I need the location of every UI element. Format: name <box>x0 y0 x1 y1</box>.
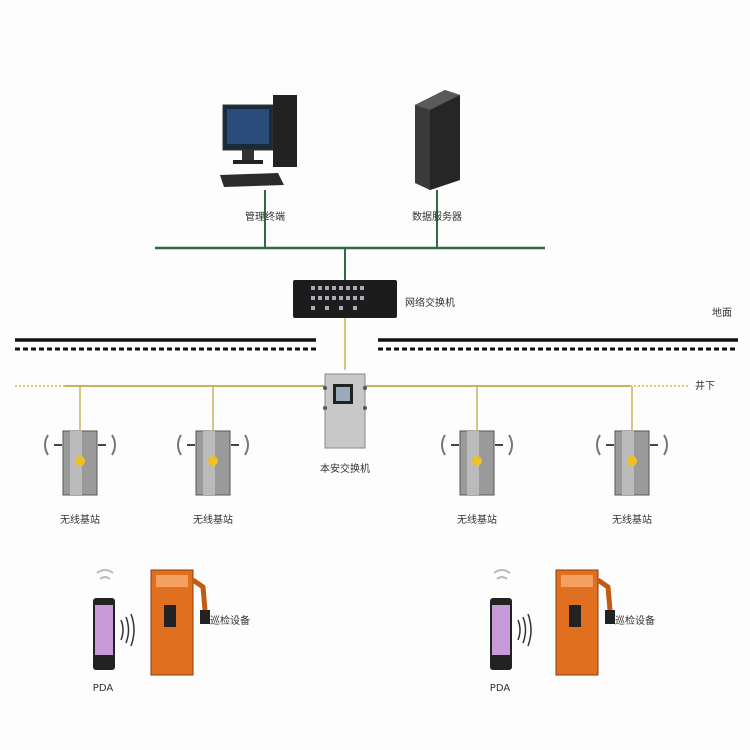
base-station-label: 无线基站 <box>193 515 233 526</box>
pda-icon <box>93 569 135 670</box>
base-station-label: 无线基站 <box>60 515 100 526</box>
network-switch-icon <box>293 280 397 318</box>
server-icon <box>415 90 460 190</box>
base-station-icon <box>441 430 513 496</box>
server-label: 数据服务器 <box>412 212 462 223</box>
base-station-label: 无线基站 <box>457 515 497 526</box>
base-station-icon <box>596 430 668 496</box>
zone-surface-label: 地面 <box>712 308 732 319</box>
base-station-icon <box>44 430 116 496</box>
pda-label: PDA <box>489 683 511 694</box>
safety-switch-icon <box>323 373 367 449</box>
safety-switch-label: 本安交换机 <box>320 464 370 475</box>
network-switch-label: 网络交换机 <box>405 298 455 309</box>
inspection-device-label: 巡检设备 <box>615 616 655 627</box>
pda-icon <box>490 569 532 670</box>
inspection-device-icon <box>555 569 615 676</box>
terminal-label: 管理终端 <box>245 212 285 223</box>
inspection-device-icon <box>150 569 210 676</box>
computer-icon <box>220 95 297 187</box>
zone-underground-label: 井下 <box>695 381 715 392</box>
inspection-device-label: 巡检设备 <box>210 616 250 627</box>
base-station-label: 无线基站 <box>612 515 652 526</box>
base-station-icon <box>177 430 249 496</box>
pda-label: PDA <box>92 683 114 694</box>
